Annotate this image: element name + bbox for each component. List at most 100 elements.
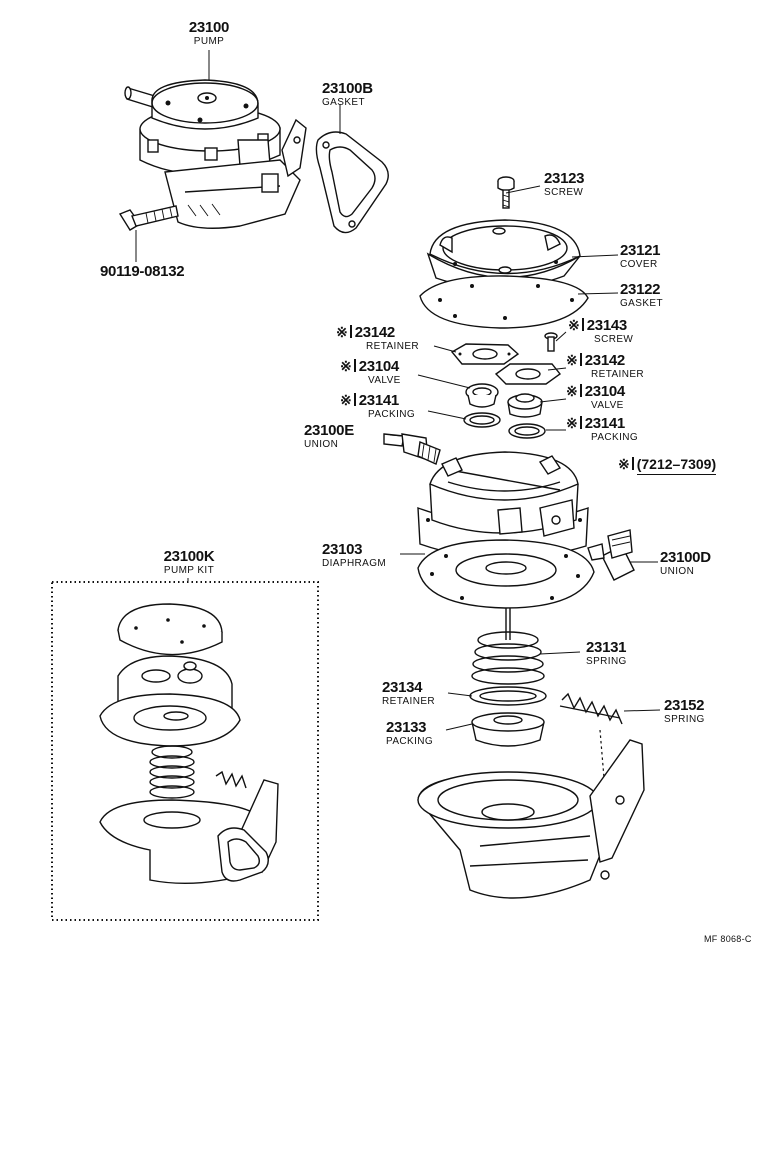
label-cover-gasket: 23122 GASKET [620,282,663,309]
part-name: SCREW [594,334,634,345]
range-bar [353,359,356,372]
label-bolt: 90119-08132 [100,264,185,280]
part-number: 23100E [304,422,354,439]
part-number: 23103 [322,541,363,558]
small-screw-drawing [544,332,558,352]
label-small-screw: ※ 23143 SCREW [568,318,633,345]
part-name: VALVE [591,400,624,411]
asterisk-mark: ※ [568,317,580,333]
asterisk-mark: ※ [336,324,348,340]
main-spring-drawing [471,631,545,685]
cover-gasket-drawing [419,275,589,329]
label-retainer-left: ※ 23142 RETAINER [336,325,419,352]
part-name: SCREW [544,187,584,198]
retainer-right-drawing [494,363,562,385]
part-name: COVER [620,259,658,270]
range-bar [581,318,584,331]
part-number: 23134 [382,679,423,696]
part-name: GASKET [322,97,365,108]
label-pump-kit: 23100K PUMP KIT [148,549,230,576]
part-number: 23152 [664,697,705,714]
asterisk-mark: ※ [340,392,352,408]
label-diaphragm: 23103 DIAPHRAGM [322,542,386,569]
figure-code: MF 8068-C [704,934,752,944]
part-name: RETAINER [382,696,436,707]
part-number: 23100D [660,549,711,566]
part-name: PACKING [368,409,416,420]
label-packing-left: ※ 23141 PACKING [340,393,415,420]
bolt-drawing [118,205,179,231]
legend-range: ※(7212–7309) [618,456,717,475]
label-lower-retainer: 23134 RETAINER [382,680,435,707]
valve-right-drawing [507,393,543,418]
part-name: UNION [660,566,695,577]
retainer-left-drawing [450,343,520,365]
part-name: SPRING [586,656,627,667]
part-number: 23100K [163,548,215,565]
label-cover: 23121 COVER [620,242,661,270]
asterisk-mark: ※ [566,383,578,399]
part-name: SPRING [664,714,705,725]
union-d-drawing [587,529,635,581]
label-gasket-b: 23100B GASKET [322,81,373,108]
production-range: (7212–7309) [636,456,717,475]
lower-body-drawing [417,739,645,899]
part-number: 23133 [386,719,427,736]
range-bar [579,384,582,397]
part-number: 23121 [620,242,661,259]
gasket-b-drawing [315,131,389,234]
part-number: 23104 [584,383,626,400]
asterisk-mark: ※ [566,352,578,368]
range-bar [579,416,582,429]
pump-assembly-drawing [124,79,307,229]
part-name: RETAINER [591,369,645,380]
label-valve-left: ※ 23104 VALVE [340,359,401,386]
label-union-e: 23100E UNION [304,423,354,450]
part-name: RETAINER [366,341,420,352]
label-valve-right: ※ 23104 VALVE [566,384,625,411]
packing-left-drawing [463,412,501,428]
part-name: DIAPHRAGM [322,558,387,569]
part-number: 23142 [584,352,626,369]
part-number: 23104 [358,358,400,375]
part-name: PACKING [591,432,639,443]
part-number: 23100B [322,80,373,97]
label-pump: 23100 PUMP [176,20,242,47]
part-number: 23143 [586,317,628,334]
range-bar [579,353,582,366]
valve-left-drawing [465,383,499,408]
label-packing-right: ※ 23141 PACKING [566,416,638,443]
part-name: PUMP KIT [163,565,215,576]
part-number: 23141 [358,392,400,409]
part-number: 23141 [584,415,626,432]
union-e-drawing [383,433,441,465]
asterisk-mark: ※ [566,415,578,431]
part-name: VALVE [368,375,401,386]
part-name: UNION [304,439,339,450]
part-name: GASKET [620,298,663,309]
label-lever-spring: 23152 SPRING [664,698,705,725]
part-number: 23123 [544,170,585,187]
part-number: 23142 [354,324,396,341]
part-name: PACKING [386,736,434,747]
part-number: 23122 [620,281,661,298]
range-bar [631,457,634,470]
range-bar [349,325,352,338]
lever-spring-drawing [559,692,623,725]
label-main-spring: 23131 SPRING [586,640,627,667]
leader-lines [135,50,661,731]
packing-right-drawing [508,423,546,439]
pump-kit-drawing [99,603,279,885]
range-bar [353,393,356,406]
label-lower-packing: 23133 PACKING [386,720,433,747]
lower-packing-drawing [471,712,545,747]
part-number: 23100 [188,19,230,36]
pump-kit-box [51,578,319,921]
asterisk-mark: ※ [340,358,352,374]
diaphragm-drawing [417,539,595,640]
lower-retainer-drawing [469,686,547,706]
label-retainer-right: ※ 23142 RETAINER [566,353,644,380]
part-name: PUMP [193,36,225,47]
